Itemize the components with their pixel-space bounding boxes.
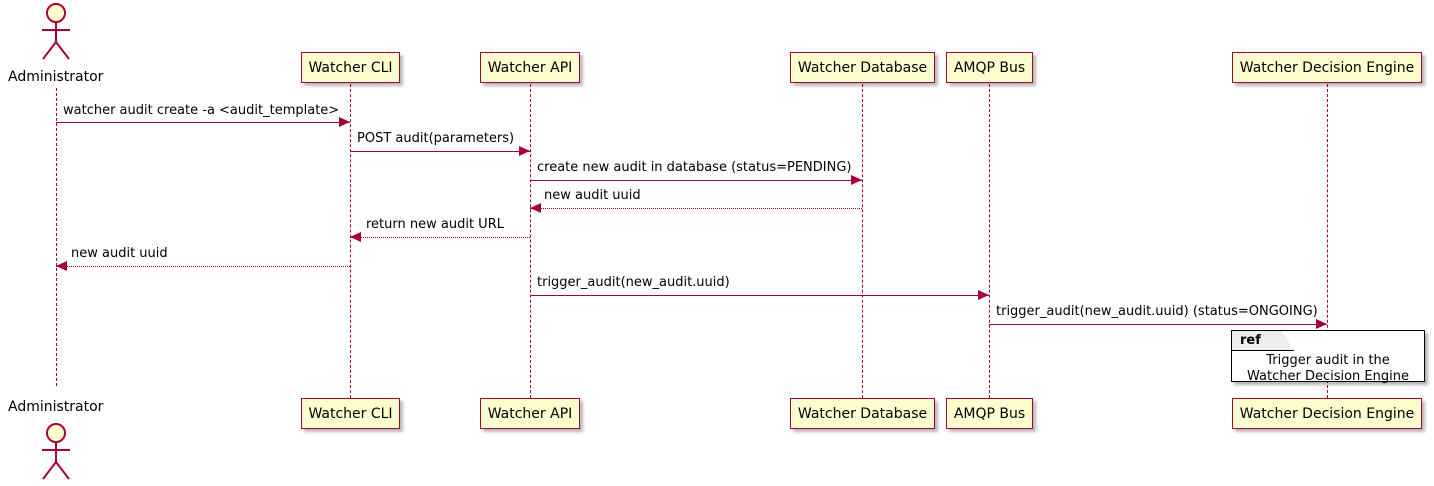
message-arrowhead-6 (56, 261, 67, 271)
message-arrow-6 (56, 266, 350, 267)
message-label-4: new audit uuid (544, 188, 641, 203)
ref-fragment-tab-cut (1282, 331, 1294, 351)
message-arrow-5 (350, 237, 530, 238)
actor-administrator-top (42, 3, 70, 60)
lifeline-administrator (56, 88, 57, 386)
message-arrow-3 (530, 180, 862, 181)
participant-watcher-api-top[interactable]: Watcher API (480, 52, 580, 83)
participant-watcher-api-bottom[interactable]: Watcher API (480, 398, 580, 429)
lifeline-watcher-api (530, 84, 531, 398)
message-arrowhead-8 (1316, 319, 1327, 329)
ref-fragment-line-1: Trigger audit in the (1266, 353, 1390, 368)
actor-label-administrator-bottom: Administrator (8, 399, 104, 415)
participant-watcher-database-bottom[interactable]: Watcher Database (790, 398, 935, 429)
message-label-5: return new audit URL (366, 217, 504, 232)
participant-watcher-cli-top[interactable]: Watcher CLI (301, 52, 400, 83)
participant-watcher-decision-engine-bottom[interactable]: Watcher Decision Engine (1232, 398, 1422, 429)
lifeline-amqp-bus (989, 84, 990, 398)
message-arrow-2 (350, 151, 530, 152)
lifeline-watcher-database (862, 84, 863, 398)
message-arrowhead-1 (339, 117, 350, 127)
lifeline-watcher-decision-engine (1327, 84, 1328, 398)
message-arrowhead-5 (350, 232, 361, 242)
message-label-3: create new audit in database (status=PEN… (537, 160, 852, 175)
message-arrowhead-4 (530, 203, 541, 213)
message-label-1: watcher audit create -a <audit_template> (63, 103, 340, 118)
message-label-7: trigger_audit(new_audit.uuid) (537, 275, 730, 290)
ref-fragment: ref Trigger audit in the Watcher Decisio… (1231, 330, 1425, 384)
actor-administrator-bottom (42, 423, 70, 480)
message-arrow-1 (56, 122, 350, 123)
message-arrow-8 (989, 324, 1327, 325)
participant-amqp-bus-bottom[interactable]: AMQP Bus (946, 398, 1033, 429)
participant-watcher-cli-bottom[interactable]: Watcher CLI (301, 398, 400, 429)
message-arrowhead-3 (851, 175, 862, 185)
message-arrowhead-2 (519, 146, 530, 156)
actor-label-administrator-top: Administrator (8, 69, 104, 85)
message-arrow-7 (530, 295, 989, 296)
participant-watcher-database-top[interactable]: Watcher Database (790, 52, 935, 83)
participant-watcher-decision-engine-top[interactable]: Watcher Decision Engine (1232, 52, 1422, 83)
message-arrow-4 (530, 208, 862, 209)
message-arrowhead-7 (978, 290, 989, 300)
message-label-8: trigger_audit(new_audit.uuid) (status=ON… (996, 304, 1318, 319)
participant-amqp-bus-top[interactable]: AMQP Bus (946, 52, 1033, 83)
ref-fragment-line-2: Watcher Decision Engine (1247, 369, 1409, 384)
message-label-6: new audit uuid (71, 246, 168, 261)
message-label-2: POST audit(parameters) (357, 131, 515, 146)
